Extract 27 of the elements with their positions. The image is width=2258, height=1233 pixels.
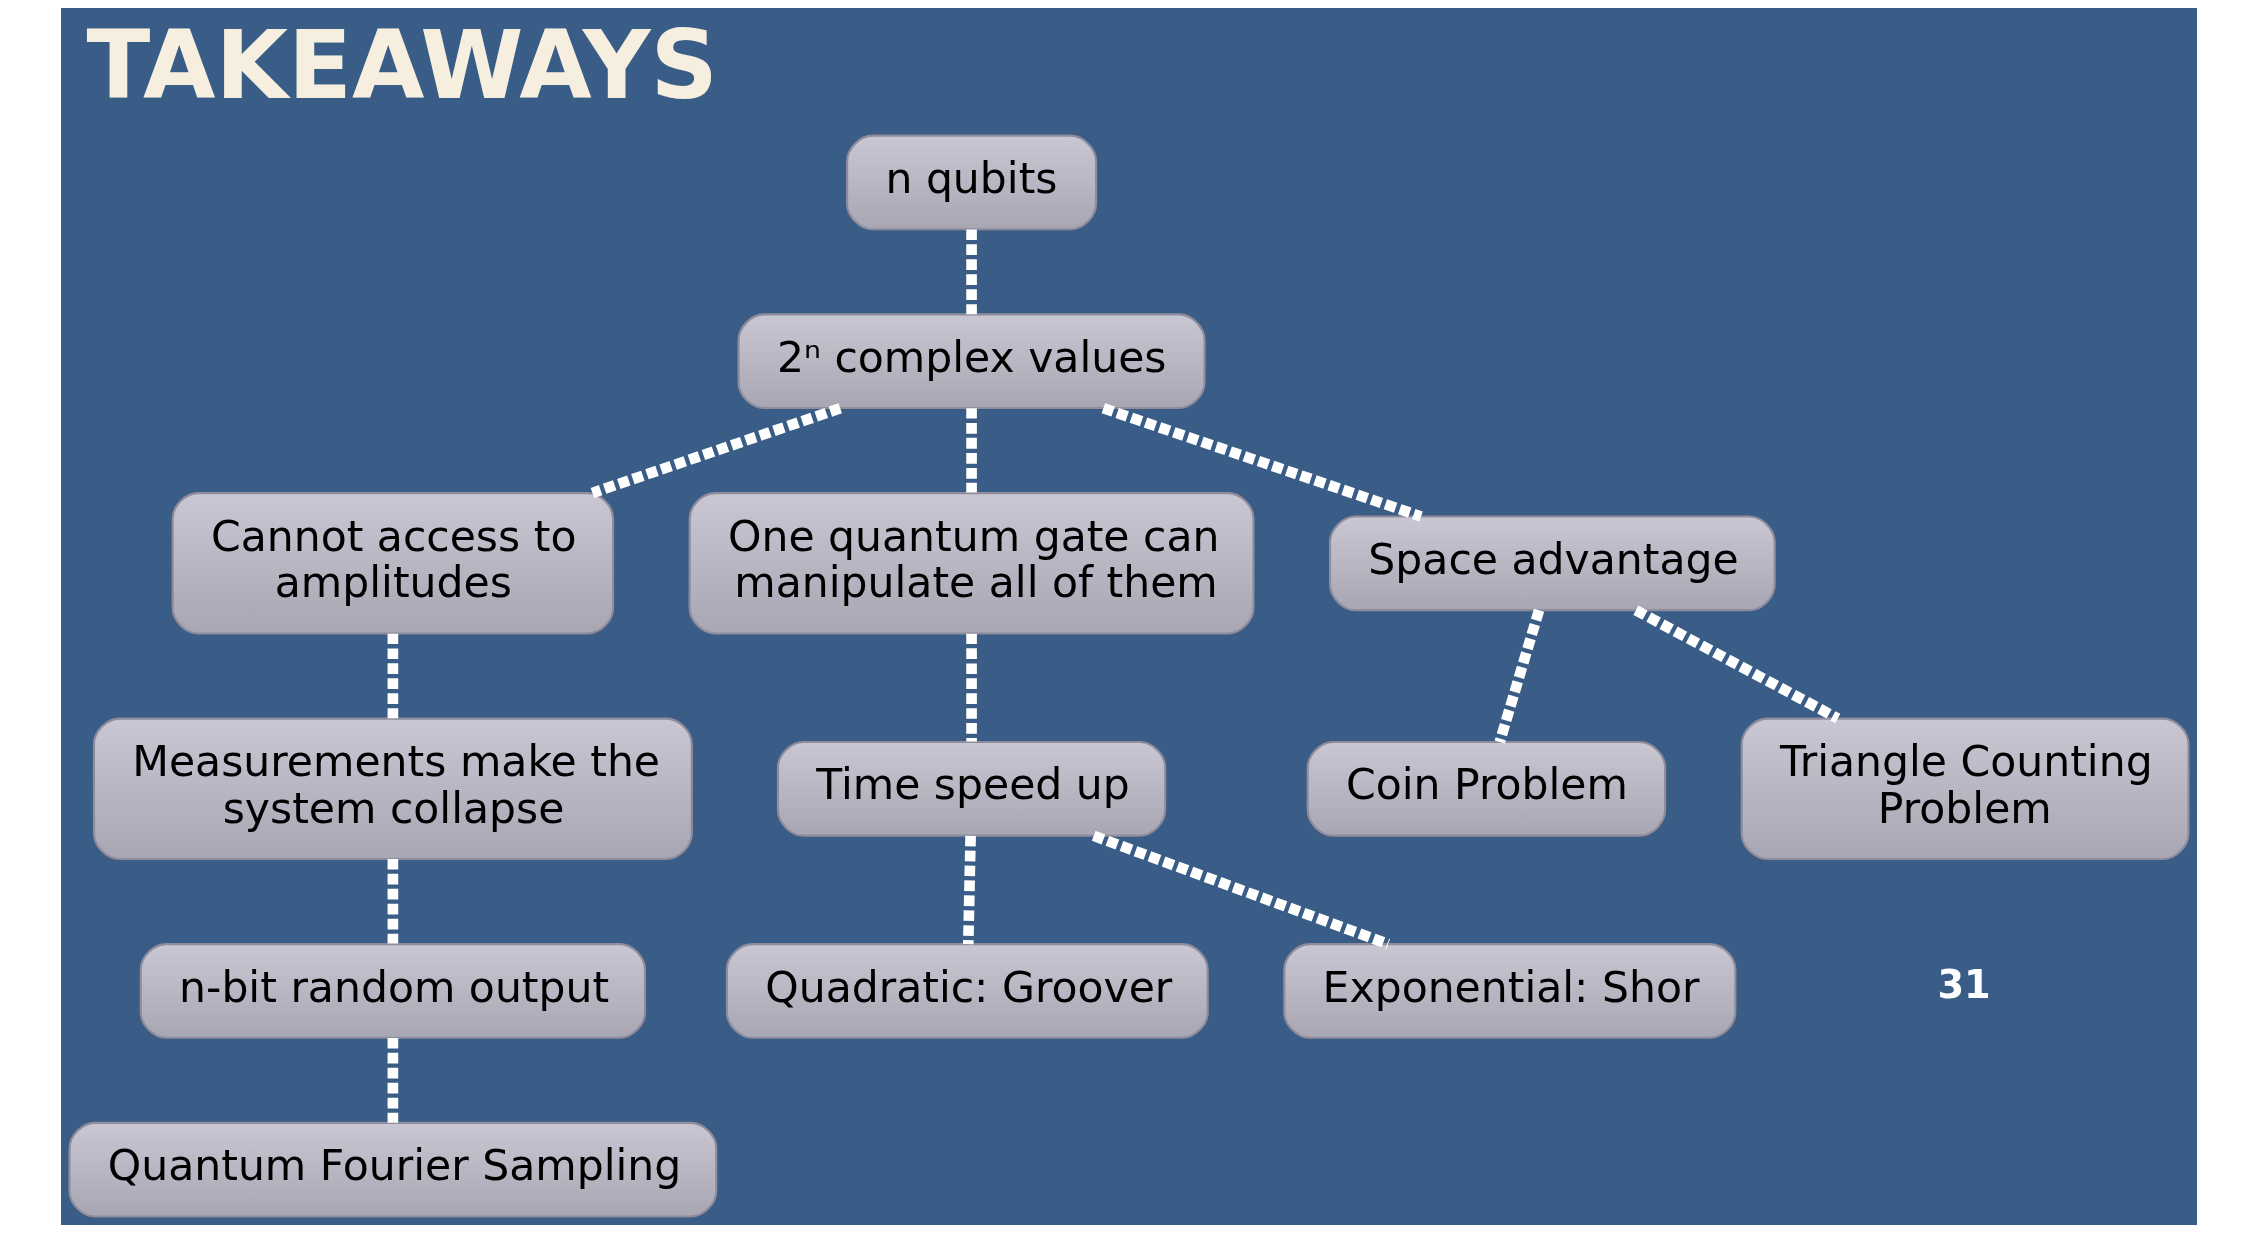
node-box: 2ⁿ complex values: [737, 313, 1206, 410]
node-box: Triangle Counting Problem: [1740, 717, 2190, 861]
node-box: n qubits: [846, 134, 1098, 231]
node-box: Quadratic: Groover: [725, 943, 1209, 1039]
connector: [387, 633, 399, 719]
connector: [1633, 605, 1841, 724]
connector: [962, 835, 976, 945]
node-box: One quantum gate can manipulate all of them: [688, 492, 1255, 635]
connector: [966, 229, 977, 315]
diagram-title: TAKEAWAYS: [86, 10, 718, 120]
connector: [387, 1038, 399, 1123]
connector: [966, 633, 977, 742]
node-box: Cannot access to amplitudes: [171, 492, 615, 635]
connector: [1101, 403, 1423, 522]
connector: [590, 403, 842, 498]
node-box: Space advantage: [1329, 515, 1776, 612]
node-box: Quantum Fourier Sampling: [68, 1121, 718, 1218]
connector: [1494, 608, 1545, 744]
node-box: Measurements make the system collapse: [92, 717, 693, 861]
connector: [966, 408, 977, 493]
connector: [1091, 830, 1390, 950]
node-box: Exponential: Shor: [1283, 943, 1737, 1039]
node-box: n-bit random output: [139, 943, 647, 1039]
label: 31: [1937, 962, 1991, 1008]
connector: [387, 859, 399, 944]
node-box: Coin Problem: [1306, 740, 1667, 837]
node-box: Time speed up: [776, 740, 1167, 837]
